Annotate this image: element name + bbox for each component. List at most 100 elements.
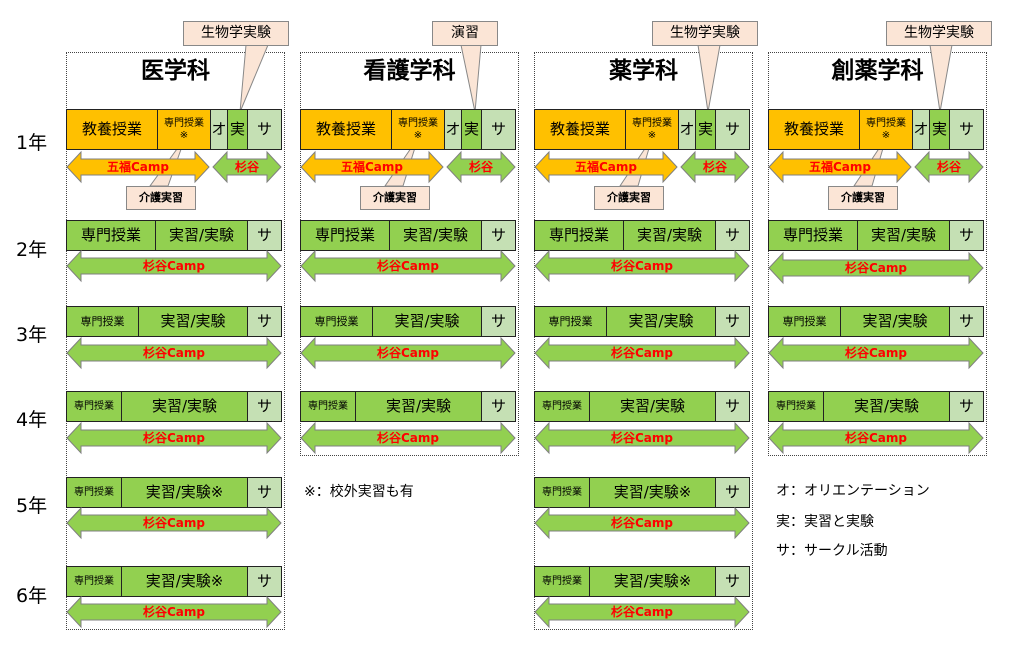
arrow-sugitani-camp-icon	[534, 595, 750, 629]
cell-orientation: オ	[679, 110, 696, 149]
y4-row-drug-discovery: 専門授業 実習/実験 サ	[768, 391, 984, 422]
arrow-sugitani-camp-icon	[534, 421, 750, 455]
cell-circle: サ	[248, 567, 281, 596]
arrow-sugitani-camp-icon	[66, 421, 282, 455]
label-sugitani-camp: 杉谷Camp	[611, 430, 673, 445]
cell-general: 教養授業	[67, 110, 158, 149]
cell-special: 専門授業	[301, 392, 356, 421]
cell-practice-exp: 実習/実験	[139, 307, 248, 336]
cell-practice-exp: 実習/実験	[841, 307, 950, 336]
callout-care-medicine: 介護実習	[126, 186, 196, 210]
label-sugitani: 杉谷	[937, 159, 962, 174]
callout-biology-pharmacy: 生物学実験	[652, 21, 758, 46]
cell-special: 専門授業	[535, 307, 607, 336]
cell-circle: サ	[482, 110, 515, 149]
label-sugitani-camp: 杉谷Camp	[377, 430, 439, 445]
arrow-sugitani-camp-icon	[300, 421, 516, 455]
cell-practice-exp: 実習/実験	[624, 221, 716, 250]
cell-special: 専門授業	[67, 221, 156, 250]
arrow-sugitani-camp-icon	[768, 251, 984, 285]
cell-special: 専門授業	[535, 478, 590, 507]
label-sugitani-camp: 杉谷Camp	[845, 345, 907, 360]
cell-special: 専門授業※	[626, 110, 679, 149]
y2-row-drug-discovery: 専門授業 実習/実験 サ	[768, 220, 984, 251]
column-drug-discovery	[768, 52, 987, 456]
cell-practice: 実	[930, 110, 950, 149]
callout-care-nursing: 介護実習	[360, 186, 430, 210]
cell-circle: サ	[716, 221, 749, 250]
arrow-sugitani-icon	[212, 150, 282, 184]
arrow-sugitani-camp-icon	[300, 336, 516, 370]
cell-circle: サ	[716, 567, 749, 596]
arrow-sugitani-camp-icon	[534, 249, 750, 283]
cell-circle: サ	[248, 392, 281, 421]
cell-circle: サ	[716, 307, 749, 336]
cell-circle: サ	[248, 478, 281, 507]
label-sugitani-camp: 杉谷Camp	[377, 345, 439, 360]
cell-practice-exp: 実習/実験※	[590, 567, 716, 596]
y5-row-pharmacy: 専門授業 実習/実験※ サ	[534, 477, 750, 508]
callout-biology-medicine: 生物学実験	[183, 21, 289, 46]
cell-practice-exp: 実習/実験	[590, 392, 716, 421]
cell-practice-exp: 実習/実験	[356, 392, 482, 421]
label-gofuku: 五福Camp	[809, 159, 871, 174]
y3-row-medicine: 専門授業 実習/実験 サ	[66, 306, 282, 337]
arrow-gofuku-icon	[534, 150, 678, 184]
cell-practice-exp: 実習/実験	[858, 221, 950, 250]
title-nursing: 看護学科	[363, 58, 456, 84]
label-sugitani-camp: 杉谷Camp	[143, 515, 205, 530]
cell-circle: サ	[716, 392, 749, 421]
year-label-3: 3年	[16, 324, 48, 346]
y4-row-pharmacy: 専門授業 実習/実験 サ	[534, 391, 750, 422]
callout-care-pharmacy: 介護実習	[594, 186, 664, 210]
cell-circle: サ	[482, 392, 515, 421]
arrow-sugitani-icon	[446, 150, 516, 184]
cell-practice-exp: 実習/実験※	[122, 567, 248, 596]
cell-circle: サ	[716, 110, 749, 149]
cell-special: 専門授業	[301, 221, 390, 250]
arrow-gofuku-icon	[768, 150, 912, 184]
cell-orientation: オ	[211, 110, 228, 149]
y2-row-nursing: 専門授業 実習/実験 サ	[300, 220, 516, 251]
year-label-1: 1年	[16, 132, 48, 154]
note-offcampus: ※：校外実習も有	[304, 484, 414, 500]
label-sugitani-camp: 杉谷Camp	[143, 345, 205, 360]
cell-special: 専門授業	[67, 392, 122, 421]
y4-row-nursing: 専門授業 実習/実験 サ	[300, 391, 516, 422]
title-drug-discovery: 創薬学科	[831, 58, 924, 84]
cell-practice: 実	[462, 110, 482, 149]
label-sugitani: 杉谷	[235, 159, 260, 174]
y6-row-medicine: 専門授業 実習/実験※ サ	[66, 566, 282, 597]
label-sugitani-camp: 杉谷Camp	[611, 345, 673, 360]
label-sugitani-camp: 杉谷Camp	[611, 258, 673, 273]
legend-practice: 実：実習と実験	[776, 514, 874, 530]
cell-practice-exp: 実習/実験	[390, 221, 482, 250]
cell-special: 専門授業	[535, 392, 590, 421]
y5-row-medicine: 専門授業 実習/実験※ サ	[66, 477, 282, 508]
cell-practice-exp: 実習/実験※	[122, 478, 248, 507]
label-sugitani-camp: 杉谷Camp	[143, 258, 205, 273]
arrow-sugitani-icon	[914, 150, 984, 184]
title-medicine: 医学科	[141, 58, 210, 84]
cell-practice-exp: 実習/実験※	[590, 478, 716, 507]
cell-general: 教養授業	[535, 110, 626, 149]
cell-circle: サ	[248, 221, 281, 250]
cell-special: 専門授業	[769, 392, 824, 421]
cell-general: 教養授業	[301, 110, 392, 149]
label-sugitani-camp: 杉谷Camp	[143, 430, 205, 445]
label-sugitani: 杉谷	[703, 159, 728, 174]
cell-special: 専門授業※	[860, 110, 913, 149]
y1-arrows-pharmacy	[534, 150, 750, 184]
cell-special: 専門授業	[535, 567, 590, 596]
cell-special: 専門授業	[535, 221, 624, 250]
callout-exercise-nursing: 演習	[432, 21, 498, 46]
arrow-sugitani-camp-icon	[534, 506, 750, 540]
cell-general: 教養授業	[769, 110, 860, 149]
y3-row-pharmacy: 専門授業 実習/実験 サ	[534, 306, 750, 337]
cell-practice: 実	[696, 110, 716, 149]
cell-circle: サ	[950, 307, 983, 336]
legend-circle: サ：サークル活動	[776, 543, 888, 559]
cell-special: 専門授業	[67, 307, 139, 336]
column-pharmacy	[534, 52, 753, 630]
